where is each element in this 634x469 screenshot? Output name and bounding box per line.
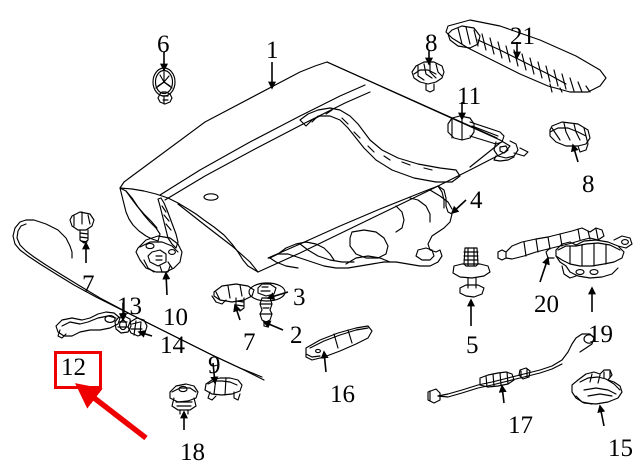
leader-insulation-clip-right xyxy=(570,143,579,163)
hood-prop-strut-art xyxy=(497,227,605,261)
callout-grommet: 2 xyxy=(290,322,303,349)
callout-release-lever-bracket: 15 xyxy=(608,435,633,462)
leader-latch-cover-plate xyxy=(320,350,329,373)
insulation-clip-right-art xyxy=(549,121,591,153)
release-lever-bracket-art xyxy=(571,369,623,405)
leader-hood-hinge xyxy=(162,271,171,296)
callout-hood-hinge: 10 xyxy=(163,304,188,331)
leader-hood-prop-strut xyxy=(539,256,550,283)
callout-insulation-clip-top: 8 xyxy=(425,30,438,57)
hood-release-cable-art xyxy=(427,333,595,404)
hood-hinge-art xyxy=(135,235,183,273)
leader-rod-clip xyxy=(137,330,153,338)
callout-latch-cover-plate: 16 xyxy=(330,381,355,408)
hood-latch-assembly-art xyxy=(545,235,633,279)
callout-hood-latch-assembly: 19 xyxy=(588,321,613,348)
callout-rod-retainer-clip: 9 xyxy=(208,352,221,379)
callout-latch-striker: 11 xyxy=(457,83,482,110)
hood-emblem-art xyxy=(152,67,176,105)
callout-hood-release-cable: 17 xyxy=(508,412,533,439)
callout-hood-panel: 1 xyxy=(266,37,279,64)
hood-seal-plug-art xyxy=(248,282,286,302)
callout-hood-seal-plug: 3 xyxy=(293,284,306,311)
leader-hood-release-cable xyxy=(498,384,507,404)
callout-rod-clip: 14 xyxy=(160,332,185,359)
callout-hinge-screw-right: 7 xyxy=(243,329,256,356)
cowl-support-art xyxy=(267,185,453,269)
callout-hood-emblem: 6 xyxy=(157,31,170,58)
leader-cowl-grille-support xyxy=(450,199,467,215)
callout-hood-insulation-pad: 21 xyxy=(510,23,535,50)
callout-insulation-clip-right: 8 xyxy=(582,171,595,198)
leader-hood-seal-plug xyxy=(266,291,289,300)
callout-cable-grommet-clip: 18 xyxy=(180,439,205,466)
callout-push-rivet: 5 xyxy=(466,332,479,359)
push-rivet-art xyxy=(452,247,491,298)
leader-grommet xyxy=(262,320,284,331)
leader-rod-retainer-clip xyxy=(210,362,219,385)
callout-hood-prop-strut: 20 xyxy=(534,291,559,318)
leader-release-lever-bracket xyxy=(597,404,606,427)
callout-hinge-screw-left: 7 xyxy=(82,271,95,298)
latch-cover-plate-art xyxy=(305,325,373,361)
leader-hinge-screw-right xyxy=(233,303,241,321)
callout-rod-bushing: 13 xyxy=(117,293,142,320)
highlight-number-12: 12 xyxy=(61,354,86,381)
callout-cowl-grille-support: 4 xyxy=(470,187,483,214)
